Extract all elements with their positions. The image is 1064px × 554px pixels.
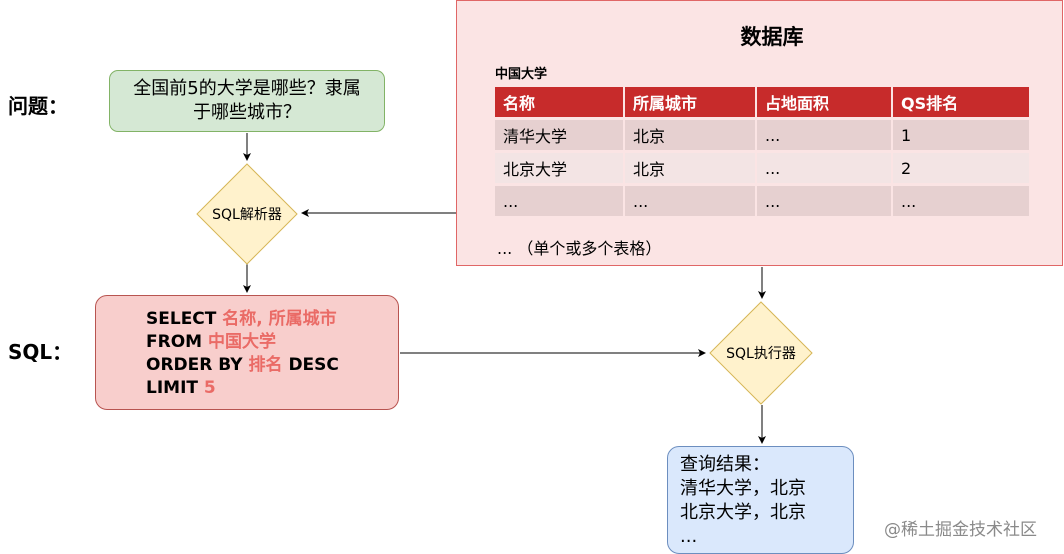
table-row: ... ... ... ... [495, 183, 1031, 216]
database-panel: 数据库 中国大学 名称 所属城市 占地面积 QS排名 清华大学 北京 ... 1… [456, 0, 1063, 266]
table-cell: ... [495, 183, 625, 216]
query-result-box: 查询结果： 清华大学，北京 北京大学，北京 ... [667, 446, 854, 554]
question-box: 全国前5的大学是哪些？隶属 于哪些城市？ [109, 70, 385, 132]
sql-line-select: SELECT 名称, 所属城市 [146, 309, 337, 329]
database-table: 名称 所属城市 占地面积 QS排名 清华大学 北京 ... 1 北京大学 北京 … [495, 87, 1031, 216]
table-cell: ... [624, 183, 757, 216]
sql-executor-diamond: SQL执行器 [709, 301, 813, 405]
sql-parser-label: SQL解析器 [212, 207, 282, 223]
result-line-1: 查询结果： [680, 454, 770, 475]
watermark: @稀土掘金技术社区 [884, 520, 1037, 540]
sql-line-limit: LIMIT 5 [146, 378, 216, 398]
sql-executor-label: SQL执行器 [726, 346, 796, 362]
column-header: 名称 [495, 87, 625, 119]
table-cell: 北京 [624, 117, 757, 152]
table-row: 清华大学 北京 ... 1 [495, 117, 1031, 152]
table-name: 中国大学 [495, 67, 548, 82]
table-cell: 北京 [624, 150, 757, 185]
result-line-3: 北京大学，北京 [680, 502, 806, 523]
result-line-2: 清华大学，北京 [680, 478, 806, 499]
table-cell: 清华大学 [495, 117, 625, 152]
table-row: 北京大学 北京 ... 2 [495, 150, 1031, 185]
table-cell: 北京大学 [495, 150, 625, 185]
table-cell: ... [892, 183, 1031, 216]
sql-line-from: FROM 中国大学 [146, 332, 276, 352]
column-header: 所属城市 [624, 87, 757, 119]
table-cell: 2 [892, 150, 1031, 185]
question-line-2: 于哪些城市？ [192, 102, 301, 123]
sql-line-order: ORDER BY 排名 DESC [146, 355, 339, 375]
table-cell: ... [756, 117, 893, 152]
result-line-4: ... [680, 526, 698, 547]
sql-label: SQL： [8, 340, 73, 364]
question-label: 问题： [8, 94, 68, 118]
table-cell: 1 [892, 117, 1031, 152]
table-cell: ... [756, 183, 893, 216]
table-cell: ... [756, 150, 893, 185]
sql-parser-diamond: SQL解析器 [196, 163, 298, 265]
sql-query-box: SELECT 名称, 所属城市 FROM 中国大学 ORDER BY 排名 DE… [95, 295, 399, 410]
question-line-1: 全国前5的大学是哪些？隶属 [133, 78, 361, 99]
column-header: QS排名 [892, 87, 1031, 119]
database-note: ... （单个或多个表格） [497, 239, 662, 258]
column-header: 占地面积 [756, 87, 893, 119]
database-title: 数据库 [740, 25, 804, 49]
